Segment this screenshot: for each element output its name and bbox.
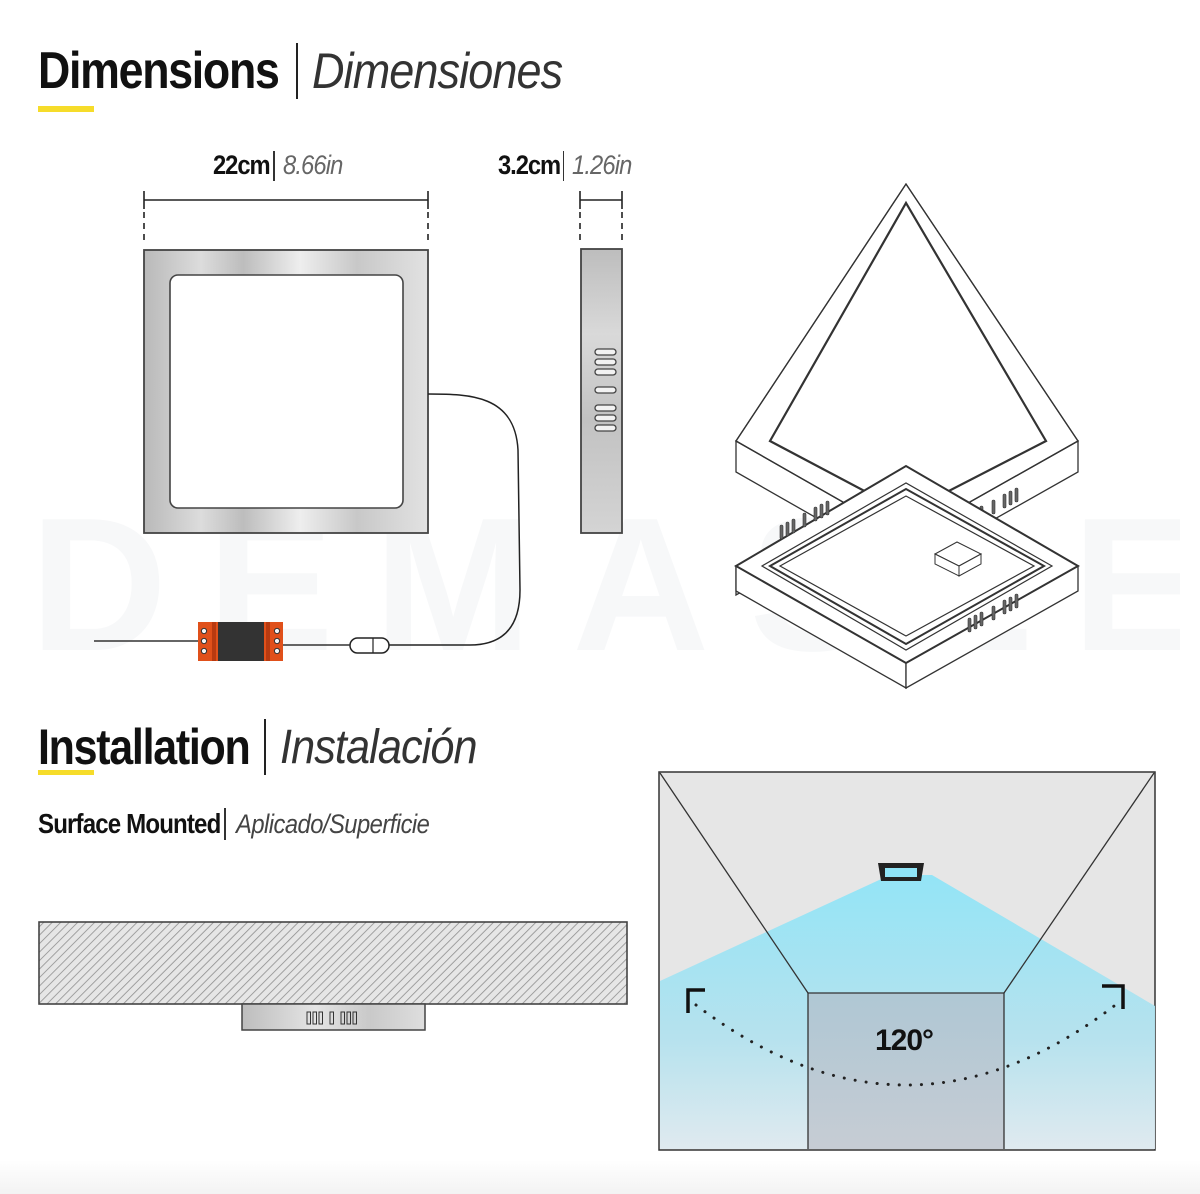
width-label: 22cm 8.66in <box>213 150 350 181</box>
depth-label: 3.2cm 1.26in <box>498 150 640 181</box>
installation-title-en: Installation <box>38 719 251 775</box>
label-divider <box>224 808 226 840</box>
installation-underline <box>38 770 94 775</box>
isometric-drawings <box>734 182 1081 690</box>
mount-type-en: Surface Mounted <box>38 808 221 839</box>
depth-dimension-line <box>579 191 623 244</box>
ceiling-mount-section-icon <box>38 921 628 1031</box>
installation-heading: Installation Instalación <box>38 716 498 778</box>
dimensions-underline <box>38 106 94 112</box>
label-divider <box>562 150 565 181</box>
bottom-fade <box>0 1160 1200 1194</box>
cable-connector-icon <box>283 637 390 654</box>
mount-type-es: Aplicado/Superficie <box>235 808 430 839</box>
width-metric: 22cm <box>213 150 271 180</box>
dimensions-title-en: Dimensions <box>38 42 280 100</box>
width-imperial: 8.66in <box>282 150 343 180</box>
dimensions-heading: Dimensions Dimensiones <box>38 40 590 102</box>
depth-metric: 3.2cm <box>498 150 561 180</box>
beam-angle-label: 120° <box>875 1024 934 1057</box>
mount-type-label: Surface Mounted Aplicado/Superficie <box>38 808 455 840</box>
square-panel-front-icon <box>143 249 429 534</box>
dimensions-title-es: Dimensiones <box>311 43 563 99</box>
room-beam-angle-icon <box>658 771 1156 1151</box>
power-cable <box>388 393 521 646</box>
vent-slots <box>779 500 1019 633</box>
depth-imperial: 1.26in <box>572 150 632 180</box>
heading-divider <box>295 43 298 99</box>
dimension-drawings <box>94 191 623 661</box>
panel-side-profile-icon <box>580 248 623 534</box>
label-divider <box>273 150 275 181</box>
led-driver-icon <box>94 622 283 661</box>
heading-divider <box>263 719 266 775</box>
installation-title-es: Instalación <box>279 720 478 774</box>
width-dimension-line <box>143 191 429 244</box>
